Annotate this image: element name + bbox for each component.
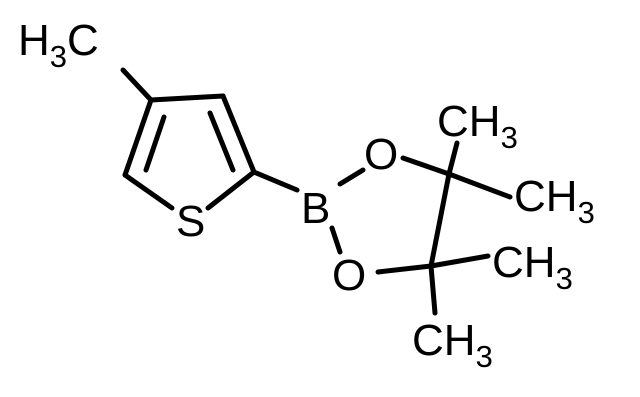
bond-c-methyl-4 [428, 263, 438, 316]
bond-c-methyl-2 [446, 171, 513, 200]
methyl-2-label: CH3 [514, 172, 595, 230]
bond-c-o-bottom [375, 263, 434, 275]
bond-s-c5 [122, 172, 175, 211]
sulfur-atom: S [176, 197, 205, 246]
methyl-1-label: CH3 [437, 97, 518, 155]
bond-c3-c4 [122, 97, 154, 178]
bond-c3-c2 [148, 93, 226, 103]
bonds [120, 67, 513, 316]
bond-c2-c1-inner [207, 110, 236, 173]
bond-c3-c4-inner [143, 114, 167, 173]
bond-c2-c1 [220, 93, 257, 175]
oxygen-bottom-atom: O [332, 251, 366, 300]
bond-o-top-c [400, 155, 452, 177]
methyl-3-label: CH3 [492, 238, 573, 296]
boron-atom: B [301, 184, 330, 233]
methyl-4-label: CH3 [412, 316, 493, 374]
bond-c-methyl-1 [446, 140, 460, 177]
bond-c1-s [205, 169, 257, 211]
atom-labels: H3C S B O O CH3 CH3 CH3 CH3 [18, 16, 595, 374]
methyl-thiophene-label: H3C [18, 16, 99, 74]
bond-c-c [428, 171, 452, 269]
bond-methyl-ring [120, 67, 154, 103]
bond-ring-boron [251, 169, 300, 193]
bond-o-bottom-b [329, 225, 343, 255]
bond-c-methyl-3 [428, 253, 491, 269]
bond-b-o-top [337, 167, 366, 187]
oxygen-top-atom: O [364, 130, 398, 179]
